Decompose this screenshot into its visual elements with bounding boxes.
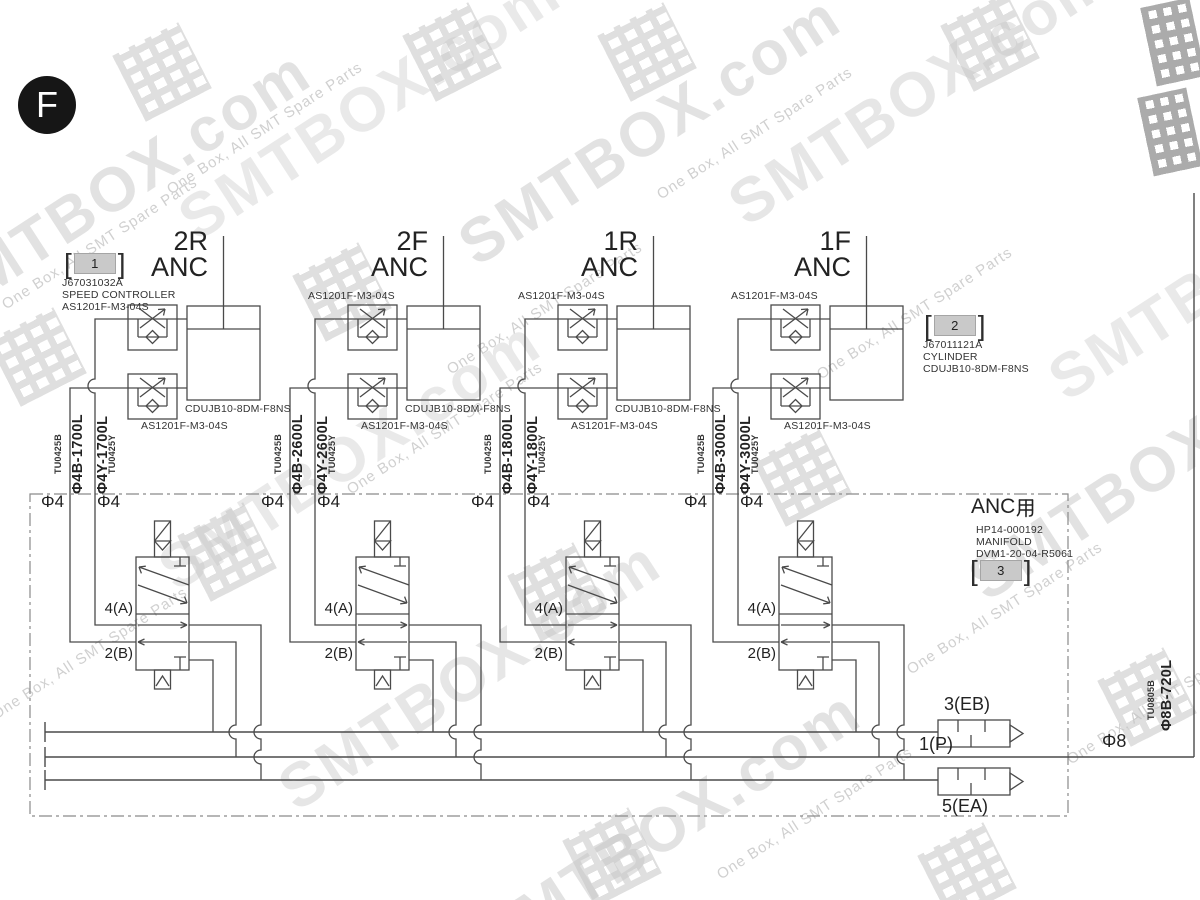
group-title: 1R ANC [558,226,638,282]
cylinder-model-label: CDUJB10-8DM-F8NS [405,403,511,415]
ref-block-2: J67011121A CYLINDER CDUJB10-8DM-F8NS [923,339,1029,375]
port-a-label: 4(A) [534,600,563,617]
manifold-part-block: HP14-000192 MANIFOLD DVM1-20-04-R5061 [976,524,1073,560]
port-a-label: 4(A) [324,600,353,617]
port-a-label: 4(A) [747,600,776,617]
port-b-label: 2(B) [747,645,776,662]
bracket-right: ] [977,309,986,341]
manifold-model: DVM1-20-04-R5061 [976,548,1074,560]
port-b-label: 2(B) [534,645,563,662]
cylinder-model-label: CDUJB10-8DM-F8NS [185,403,291,415]
speed-controller-label: AS1201F-M3-04S [784,420,871,432]
diameter-label: Φ4 [684,492,708,511]
ref-tag-3: [ 3 ] [970,554,1032,586]
speed-controller-label: AS1201F-M3-04S [731,290,818,302]
part-model: CDUJB10-8DM-F8NS [923,363,1029,375]
ref-block-1: J67031032A SPEED CONTROLLER AS1201F-M3-0… [62,277,175,313]
ref-number: 3 [979,560,1022,581]
diameter-label: Φ4 [527,492,551,511]
part-code: J67011121A [923,339,983,351]
group-title-line1: 2F [396,226,428,256]
ref-tag-2: [ 2 ] [924,309,986,341]
manifold-title-latin: ANC [971,495,1016,518]
manifold-part-no: HP14-000192 [976,524,1043,536]
manifold-name: MANIFOLD [976,536,1032,548]
figure-badge: F [18,76,76,134]
bracket-left: [ [64,247,72,279]
bracket-right: ] [1023,554,1032,586]
part-code: J67031032A [62,277,123,289]
part-name: SPEED CONTROLLER [62,289,176,301]
ref-number: 1 [73,253,116,274]
bus-lines [44,193,1195,790]
speed-controller-label: AS1201F-M3-04S [308,290,395,302]
diameter-label: Φ4 [41,492,65,511]
speed-controller-label: AS1201F-M3-04S [361,420,448,432]
bracket-right: ] [117,247,126,279]
bracket-left: [ [924,309,932,341]
supply-diameter-label: Φ8 [1102,731,1127,751]
manifold-title: ANC [971,495,1036,519]
port-eb-label: 3(EB) [944,694,991,714]
cylinder-model-label: CDUJB10-8DM-F8NS [615,403,721,415]
group-title-line2: ANC [580,252,638,282]
group-title: 2R ANC [128,226,208,282]
part-model: AS1201F-M3-04S [62,301,149,313]
group-title: 2F ANC [348,226,428,282]
speed-controller-label: AS1201F-M3-04S [141,420,228,432]
group-title-line1: 1F [819,226,851,256]
diameter-label: Φ4 [471,492,495,511]
bracket-left: [ [970,554,978,586]
port-b-label: 2(B) [324,645,353,662]
port-ea-label: 5(EA) [942,796,989,816]
speed-controller-label: AS1201F-M3-04S [518,290,605,302]
manifold-boundary [29,493,1069,817]
port-a-label: 4(A) [104,600,133,617]
group-title: 1F ANC [771,226,851,282]
diameter-label: Φ4 [261,492,285,511]
port-b-label: 2(B) [104,645,133,662]
ref-number: 2 [933,315,976,336]
diameter-label: Φ4 [317,492,341,511]
group-title-line1: 2R [173,226,208,256]
diameter-label: Φ4 [740,492,764,511]
diameter-label: Φ4 [97,492,121,511]
group-title-line2: ANC [150,252,208,282]
group-title-line2: ANC [793,252,851,282]
speed-controller-label: AS1201F-M3-04S [571,420,658,432]
group-title-line1: 1R [603,226,638,256]
ref-tag-1: [ 1 ] [64,247,126,279]
kanji-yo-icon [1017,498,1034,517]
group-title-line2: ANC [370,252,428,282]
port-p-label: 1(P) [919,734,954,754]
part-name: CYLINDER [923,351,978,363]
